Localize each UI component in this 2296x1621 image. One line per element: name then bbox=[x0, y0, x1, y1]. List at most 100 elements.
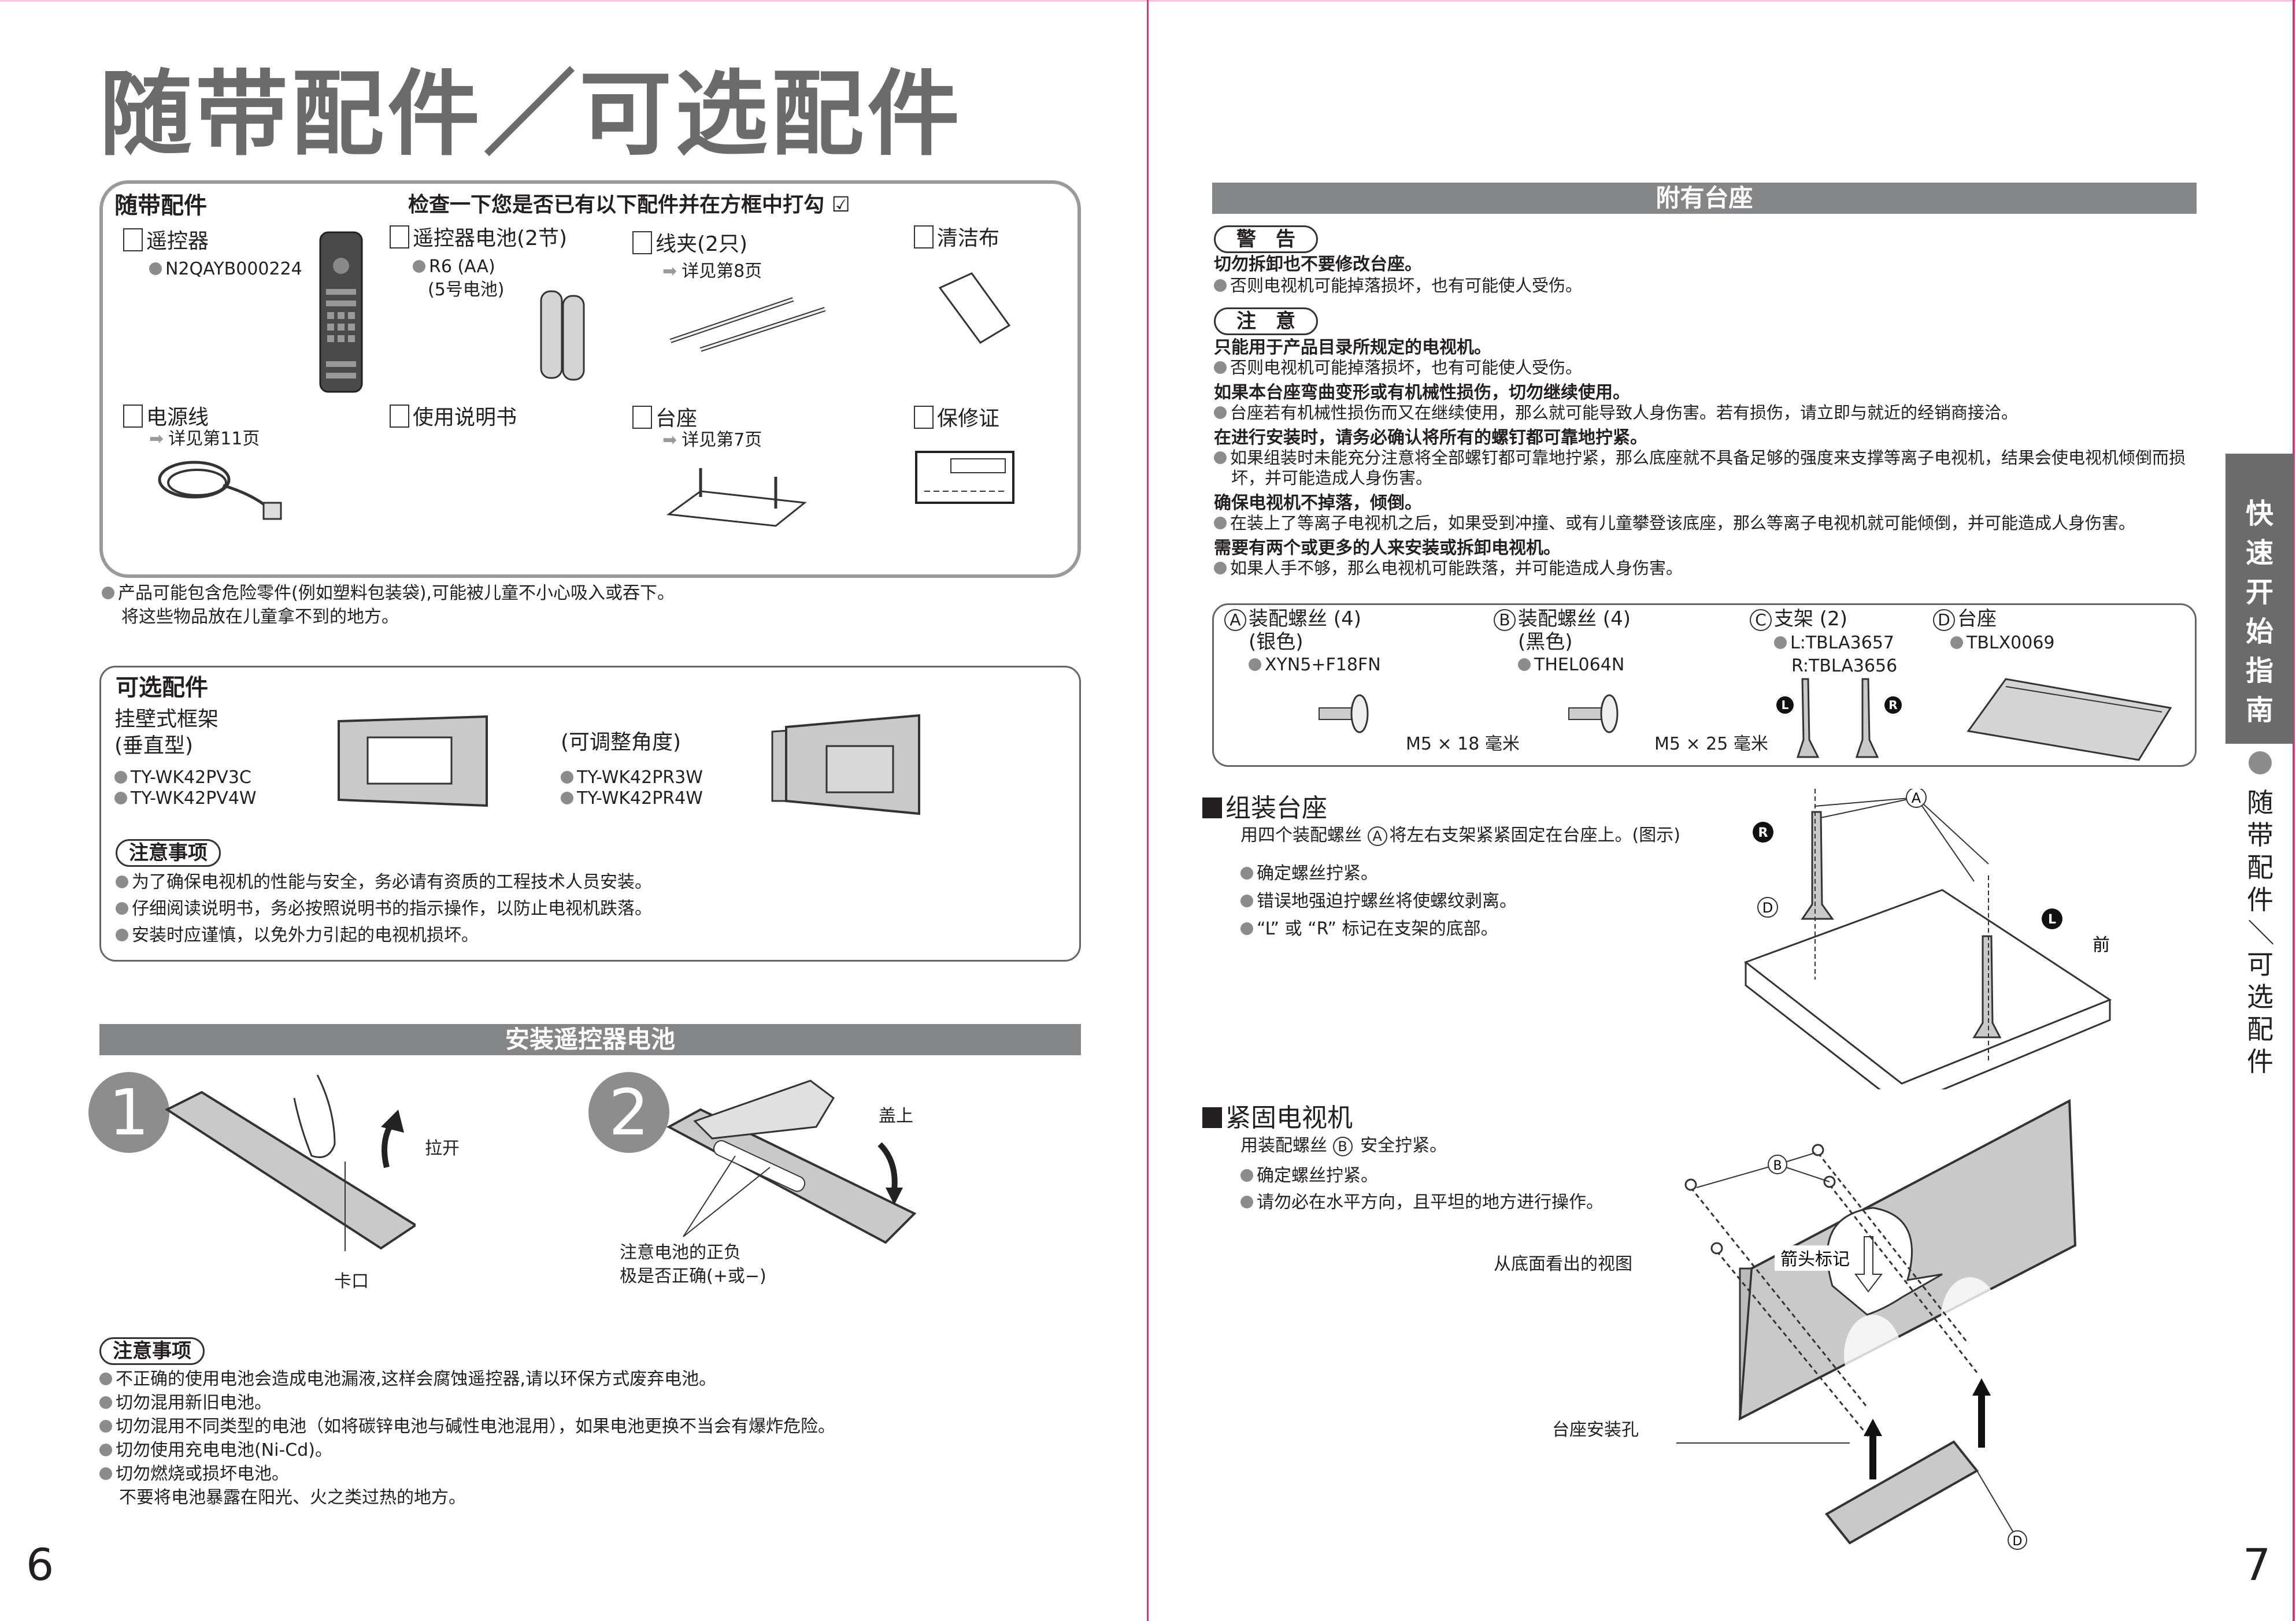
caution-text: 仔细阅读说明书，务必按照说明书的指示操作，以防止电视机跌落。 bbox=[132, 899, 652, 919]
optional-accessories-box bbox=[99, 666, 1081, 962]
vertical-model: TY-WK42PV4W bbox=[114, 787, 257, 810]
diagram-label-l: L bbox=[2048, 912, 2056, 927]
caution-item: 切勿燃烧或损坏电池。 bbox=[99, 1462, 835, 1486]
page-number-left: 6 bbox=[26, 1539, 54, 1590]
battery-type: R6 (AA) bbox=[413, 255, 495, 278]
item-label: 线夹(2只) bbox=[656, 232, 747, 256]
caution-body: 如果组装时未能充分注意将全部螺钉都可靠地拧紧，那么底座就不具备足够的强度来支撑等… bbox=[1214, 448, 2197, 488]
part-code: TBLX0069 bbox=[1933, 633, 2055, 653]
page-ref: 详见第8页 bbox=[682, 261, 762, 281]
cable-clamps-image bbox=[669, 297, 826, 352]
topic-char: 带 bbox=[2247, 819, 2273, 851]
mounting-hole-label: 台座安装孔 bbox=[1552, 1420, 1639, 1440]
bullet-icon bbox=[99, 1420, 112, 1433]
item-remote: 遥控器 bbox=[123, 228, 209, 255]
diagram-label-d: D bbox=[1762, 900, 1773, 916]
vertical-type-label: (垂直型) bbox=[114, 734, 194, 758]
warning-body: 否则电视机可能掉落损坏，也有可能使人受伤。 bbox=[1214, 275, 2197, 296]
optional-heading: 可选配件 bbox=[116, 674, 208, 701]
diagram-label-d: D bbox=[2013, 1534, 2023, 1549]
topic-char: 件 bbox=[2247, 884, 2273, 915]
caution-label: 注 意 bbox=[1214, 307, 1318, 335]
item-label: 清洁布 bbox=[937, 227, 1000, 250]
caution-body: 在装上了等离子电视机之后，如果受到冲撞、或有儿童攀登该底座，那么等离子电视机就可… bbox=[1214, 513, 2197, 533]
bullet-text: 错误地强迫拧螺丝将使螺纹剥离。 bbox=[1257, 891, 1517, 911]
caution-text: 切勿使用充电电池(Ni-Cd)。 bbox=[116, 1440, 332, 1460]
part-mark: A bbox=[1224, 609, 1246, 631]
stand-warnings: 切勿拆卸也不要修改台座。 否则电视机可能掉落损坏，也有可能使人受伤。 bbox=[1214, 254, 2197, 296]
battery-section-bar: 安装遥控器电池 bbox=[99, 1024, 1081, 1055]
bullet-text: 确定螺丝拧紧。 bbox=[1257, 1166, 1378, 1186]
page-number-right: 7 bbox=[2243, 1539, 2271, 1590]
supplied-accessories-box bbox=[99, 180, 1081, 578]
page-title: 随带配件／可选配件 bbox=[99, 60, 964, 168]
caution-text: 切勿混用新旧电池。 bbox=[116, 1393, 272, 1413]
assemble-heading: 组装台座 bbox=[1202, 792, 1327, 825]
heading-text: 紧固电视机 bbox=[1225, 1103, 1353, 1133]
checkbox bbox=[914, 406, 934, 429]
screw-a-size: M5 × 18 毫米 bbox=[1406, 734, 1520, 754]
bullet-icon bbox=[116, 929, 128, 941]
caution-heading: 需要有两个或更多的人来安装或拆卸电视机。 bbox=[1214, 538, 1561, 558]
caution-item: 切勿混用不同类型的电池（如将碳锌电池与碱性电池混用），如果电池更换不当会有爆炸危… bbox=[99, 1415, 835, 1438]
caution-body: 如果人手不够，那么电视机可能跌落，并可能造成人身伤害。 bbox=[1214, 558, 2197, 578]
arrow-right-icon: ➡ bbox=[662, 430, 677, 450]
heading-text: 组装台座 bbox=[1225, 793, 1327, 823]
warning-text: 否则电视机可能掉落损坏，也有可能使人受伤。 bbox=[1230, 276, 1583, 295]
square-bullet-icon bbox=[1202, 1107, 1222, 1128]
section-tab: 快速开始指南 bbox=[2225, 454, 2294, 744]
screw-b-image bbox=[1568, 694, 1619, 733]
warning-heading: 切勿拆卸也不要修改台座。 bbox=[1214, 254, 1422, 275]
instr-text: 安全拧紧。 bbox=[1360, 1136, 1447, 1156]
caution-item: 仔细阅读说明书，务必按照说明书的指示操作，以防止电视机跌落。 bbox=[116, 897, 652, 921]
caution-text: 在装上了等离子电视机之后，如果受到冲撞、或有儿童攀登该底座，那么等离子电视机就可… bbox=[1230, 513, 2136, 533]
step-1-badge: 1 bbox=[88, 1072, 169, 1153]
caution-heading: 确保电视机不掉落，倾倒。 bbox=[1214, 493, 1422, 513]
part-color: (银色) bbox=[1249, 630, 1303, 654]
caution-item: 为了确保电视机的性能与安全，务必请有资质的工程技术人员安装。 bbox=[116, 870, 652, 894]
bullet-icon bbox=[413, 260, 425, 273]
page-edge bbox=[2293, 0, 2295, 1621]
instr-text: 用四个装配螺丝 bbox=[1240, 825, 1362, 845]
remote-open-cover-image bbox=[164, 1075, 416, 1251]
caution-label: 注意事项 bbox=[116, 839, 221, 867]
fix-tv-instruction: 用装配螺丝 B 安全拧紧。 bbox=[1240, 1134, 1447, 1157]
instr-text: 用装配螺丝 bbox=[1240, 1136, 1327, 1156]
topic-char: ／ bbox=[2245, 919, 2276, 945]
bullet-item: 确定螺丝拧紧。 bbox=[1240, 1163, 1604, 1189]
checkbox bbox=[123, 228, 143, 251]
warning-label: 警 告 bbox=[1214, 225, 1318, 253]
section-tab-label: 快速开始指南 bbox=[2245, 498, 2273, 726]
caution-body: 否则电视机可能掉落损坏，也有可能使人受伤。 bbox=[1214, 358, 2197, 378]
stand-section-bar: 附有台座 bbox=[1212, 183, 2197, 214]
vertical-bracket-image bbox=[338, 715, 488, 807]
diagram-label-front: 前 bbox=[2093, 935, 2110, 955]
screw-a-image bbox=[1319, 694, 1369, 733]
topic-char: 选 bbox=[2247, 981, 2273, 1012]
stand-cautions: 只能用于产品目录所规定的电视机。 否则电视机可能掉落损坏，也有可能使人受伤。 如… bbox=[1214, 337, 2197, 578]
model-code: TY-WK42PR4W bbox=[577, 788, 703, 808]
stand-parts-box bbox=[1212, 603, 2197, 767]
topic-char: 件 bbox=[2247, 1046, 2273, 1077]
item-stand: 台座 bbox=[632, 406, 697, 433]
checkbox bbox=[914, 225, 934, 248]
angle-model: TY-WK42PR3W bbox=[561, 766, 703, 789]
battery-size: (5号电池) bbox=[428, 280, 505, 300]
fix-tv-bullets: 确定螺丝拧紧。 请勿必在水平方向，且平坦的地方进行操作。 bbox=[1240, 1163, 1604, 1216]
remote-insert-batteries-image bbox=[666, 1080, 917, 1244]
page-spine bbox=[1147, 0, 1149, 1621]
item-warranty: 保修证 bbox=[914, 406, 999, 433]
stand-ref: ➡详见第7页 bbox=[662, 429, 762, 451]
close-label: 盖上 bbox=[879, 1106, 913, 1126]
bottom-view-label: 从底面看出的视图 bbox=[1494, 1254, 1632, 1274]
polarity-note: 注意电池的正负 bbox=[620, 1242, 741, 1263]
bullet-icon bbox=[1214, 562, 1227, 574]
stand-assembly-diagram: A R L D 前 bbox=[1743, 789, 2112, 1089]
caution-item: 安装时应谨慎，以免外力引起的电视机损坏。 bbox=[116, 923, 652, 947]
diagram-label-b: B bbox=[1773, 1159, 1782, 1173]
bullet-text: “L” 或 “R” 标记在支架的底部。 bbox=[1257, 919, 1498, 939]
caution-text: 为了确保电视机的性能与安全，务必请有资质的工程技术人员安装。 bbox=[132, 872, 652, 892]
caution-item: 切勿混用新旧电池。 bbox=[99, 1391, 835, 1415]
model-code: TY-WK42PR3W bbox=[577, 767, 703, 788]
